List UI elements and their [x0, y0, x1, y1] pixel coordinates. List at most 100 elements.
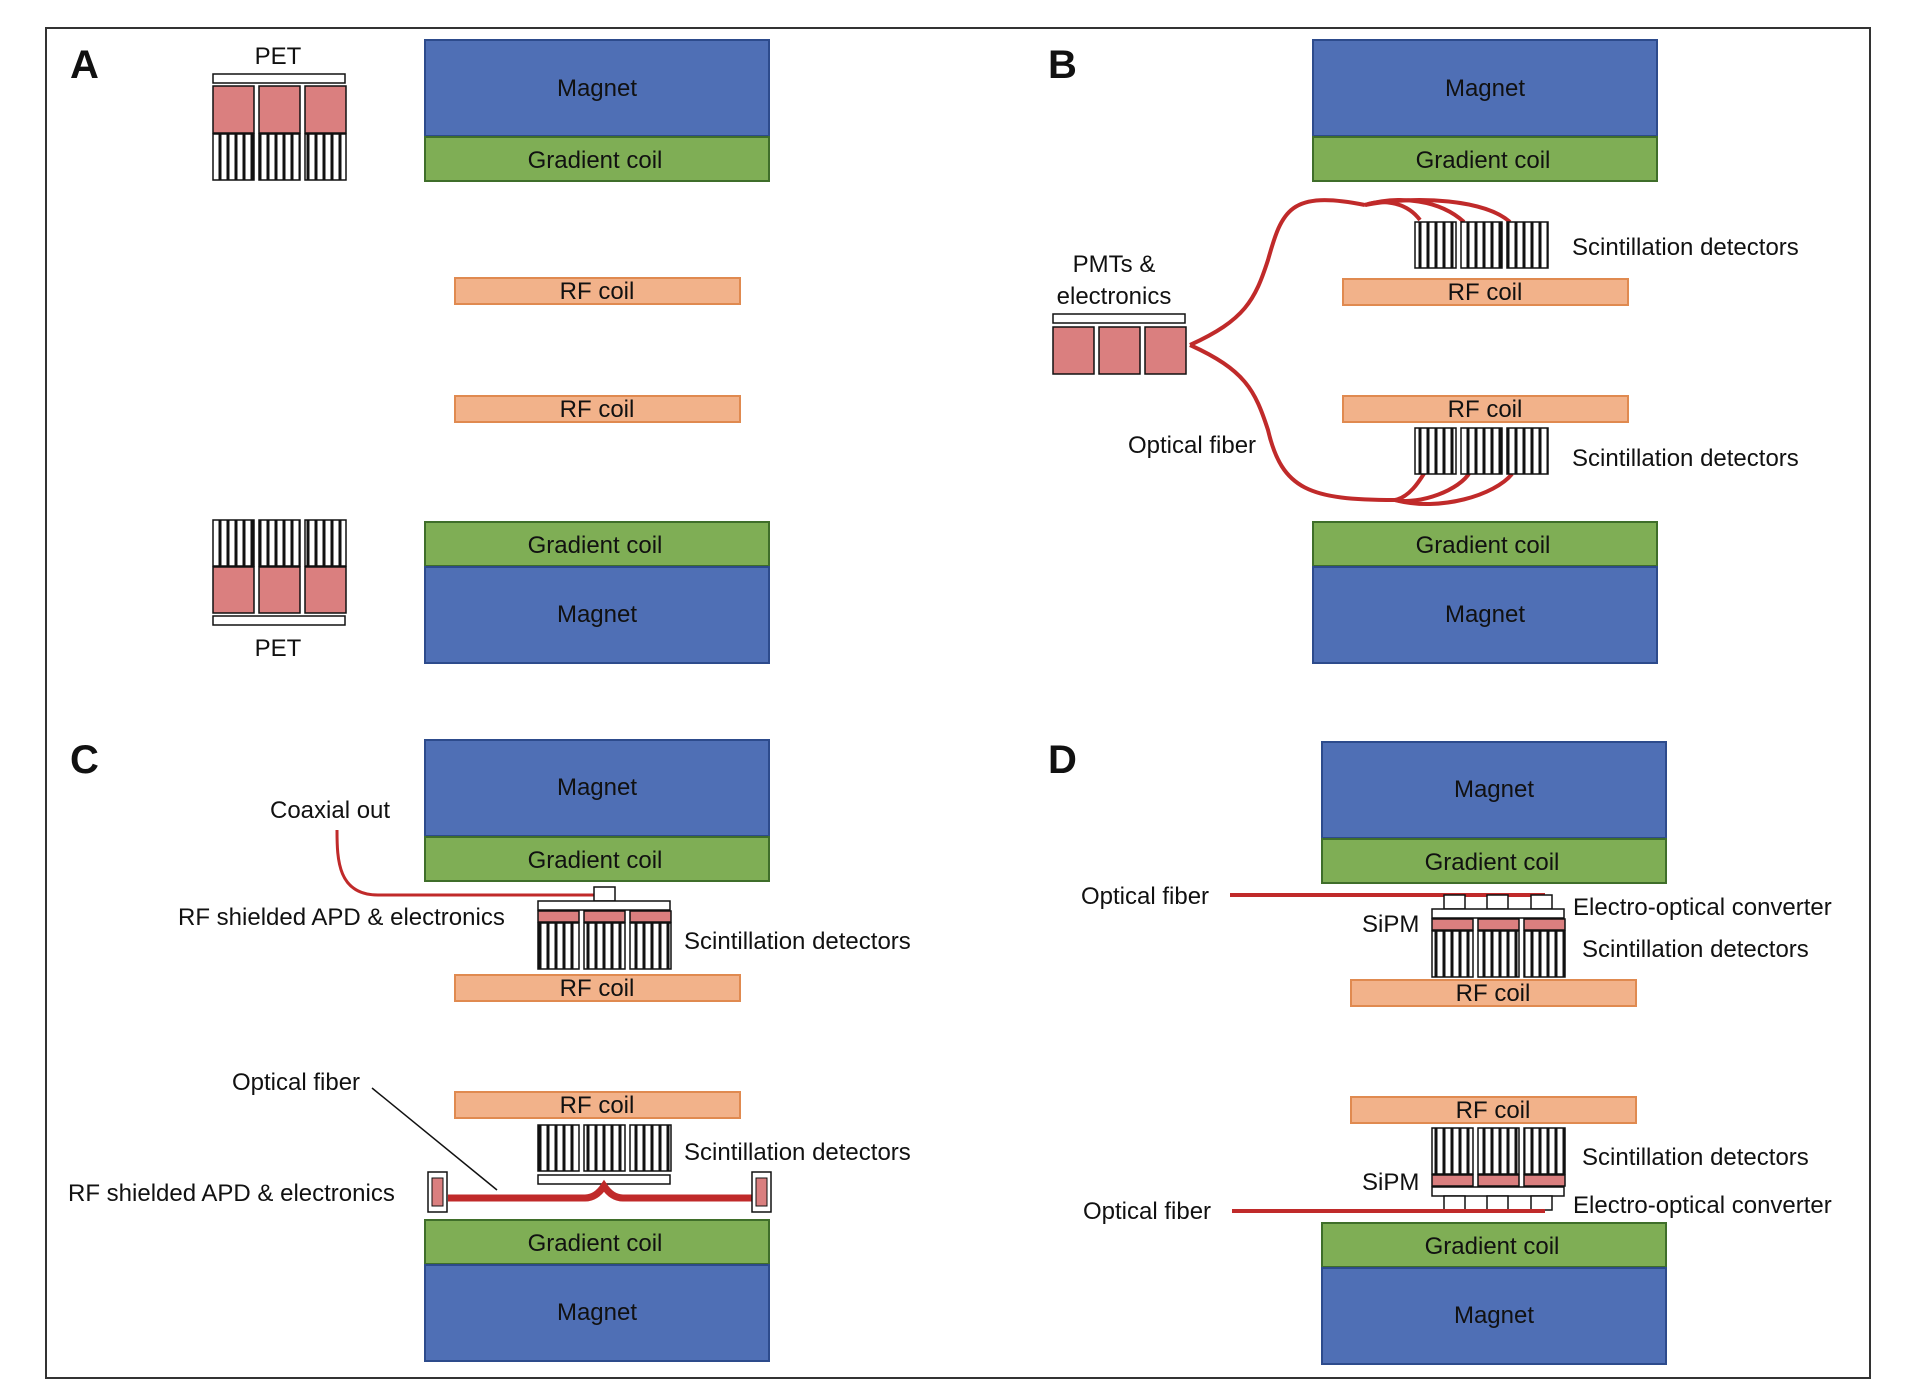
scintillation-detectors	[212, 519, 347, 567]
apd-module	[427, 1171, 448, 1213]
magnet-block	[1321, 741, 1667, 839]
magnet-label: Magnet	[557, 601, 637, 628]
magnet-block	[1312, 566, 1658, 664]
scintillation-detectors-label: Scintillation detectors	[1582, 1144, 1809, 1171]
apd-electronics-label: RF shielded APD & electronics	[178, 904, 505, 931]
panel-c-letter: C	[70, 738, 99, 782]
rf-coil-label: RF coil	[560, 1092, 635, 1119]
pet-photodetectors	[212, 566, 347, 614]
rf-coil-block	[454, 395, 741, 423]
scintillation-detectors	[537, 1124, 672, 1172]
gradient-coil-label: Gradient coil	[528, 147, 663, 174]
gradient-coil-label: Gradient coil	[528, 847, 663, 874]
pmt-blocks	[1052, 326, 1187, 375]
pmt-label-line1: PMTs &	[1073, 251, 1156, 278]
magnet-label: Magnet	[1454, 1302, 1534, 1329]
scintillation-detectors-label: Scintillation detectors	[1572, 234, 1799, 261]
magnet-label: Magnet	[1445, 75, 1525, 102]
gradient-coil-block	[1312, 521, 1658, 567]
gradient-coil-label: Gradient coil	[528, 1230, 663, 1257]
magnet-block	[424, 566, 770, 664]
pet-label: PET	[255, 635, 302, 662]
converter-backplate	[1431, 908, 1565, 919]
rf-coil-label: RF coil	[1456, 980, 1531, 1007]
optical-fiber-label: Optical fiber	[1128, 432, 1256, 459]
magnet-block	[1321, 1267, 1667, 1365]
sipm-blocks	[1431, 918, 1566, 931]
figure-frame	[45, 27, 1871, 1379]
rf-coil-block	[454, 974, 741, 1002]
gradient-coil-block	[424, 836, 770, 882]
panel-c: C Magnet Gradient coil Coaxial out RF sh…	[68, 738, 911, 1362]
optical-fiber-label: Optical fiber	[1081, 883, 1209, 910]
gradient-coil-block	[424, 136, 770, 182]
rf-coil-label: RF coil	[560, 975, 635, 1002]
rf-coil-label: RF coil	[1448, 396, 1523, 423]
pet-photodetectors	[212, 85, 347, 134]
panel-a: A Magnet Gradient coil RF coil RF coil G…	[70, 39, 770, 664]
scintillation-detectors-label: Scintillation detectors	[1582, 936, 1809, 963]
optical-fiber-leader	[371, 1087, 498, 1191]
converter-backplate	[1431, 1186, 1565, 1197]
panel-b-letter: B	[1048, 43, 1077, 87]
gradient-coil-block	[1312, 136, 1658, 182]
sipm-blocks	[1431, 1174, 1566, 1187]
panel-d: D Magnet Gradient coil Optical fiber Ele…	[1048, 738, 1832, 1365]
pet-backplate	[212, 73, 346, 84]
rf-coil-label: RF coil	[560, 278, 635, 305]
optical-fiber-label: Optical fiber	[232, 1069, 360, 1096]
optical-fiber	[448, 1179, 752, 1202]
scintillation-detectors-label: Scintillation detectors	[1572, 445, 1799, 472]
scintillation-detectors	[1414, 221, 1549, 269]
scintillation-detectors	[1431, 930, 1566, 978]
rf-coil-block	[454, 1091, 741, 1119]
magnet-label: Magnet	[557, 1299, 637, 1326]
rf-coil-label: RF coil	[1456, 1097, 1531, 1124]
rf-coil-block	[1350, 979, 1637, 1007]
sipm-label: SiPM	[1362, 1169, 1419, 1196]
coaxial-out-label: Coaxial out	[270, 797, 390, 824]
gradient-coil-block	[1321, 838, 1667, 884]
pmt-label-line2: electronics	[1057, 283, 1172, 310]
rf-coil-block	[1350, 1096, 1637, 1124]
scintillation-detectors	[537, 922, 672, 970]
electro-optical-converter-label: Electro-optical converter	[1573, 1192, 1832, 1219]
pmt-backplate	[1052, 313, 1186, 324]
apd-backplate	[537, 900, 671, 911]
pet-label: PET	[255, 43, 302, 70]
panel-b: B Magnet Gradient coil Scintillation det…	[1048, 39, 1799, 664]
scintillation-detectors	[1414, 427, 1549, 475]
rf-coil-block	[1342, 395, 1629, 423]
connector-box	[593, 886, 616, 902]
rf-coil-block	[454, 277, 741, 305]
apd-electronics-label: RF shielded APD & electronics	[68, 1180, 395, 1207]
scintillation-detectors-label: Scintillation detectors	[684, 928, 911, 955]
apd-module	[751, 1171, 772, 1213]
electro-optical-converters	[1443, 894, 1553, 910]
magnet-block	[424, 39, 770, 137]
gradient-coil-label: Gradient coil	[1425, 1233, 1560, 1260]
optical-fibers	[1189, 198, 1514, 506]
panel-a-letter: A	[70, 43, 99, 87]
rf-coil-label: RF coil	[1448, 279, 1523, 306]
coaxial-cable	[335, 829, 600, 897]
scintillation-detectors	[212, 133, 347, 181]
sipm-label: SiPM	[1362, 911, 1419, 938]
scintillation-detectors-label: Scintillation detectors	[684, 1139, 911, 1166]
magnet-block	[424, 1264, 770, 1362]
gradient-coil-label: Gradient coil	[1425, 849, 1560, 876]
magnet-label: Magnet	[557, 75, 637, 102]
scintillation-detectors	[1431, 1127, 1566, 1175]
gradient-coil-label: Gradient coil	[1416, 147, 1551, 174]
gradient-coil-block	[1321, 1222, 1667, 1268]
gradient-coil-label: Gradient coil	[1416, 532, 1551, 559]
gradient-coil-label: Gradient coil	[528, 532, 663, 559]
rf-coil-block	[1342, 278, 1629, 306]
optical-fiber-label: Optical fiber	[1083, 1198, 1211, 1225]
apd-blocks	[537, 910, 672, 923]
electro-optical-converters	[1443, 1195, 1553, 1211]
magnet-label: Magnet	[1445, 601, 1525, 628]
rf-coil-label: RF coil	[560, 396, 635, 423]
magnet-label: Magnet	[1454, 776, 1534, 803]
